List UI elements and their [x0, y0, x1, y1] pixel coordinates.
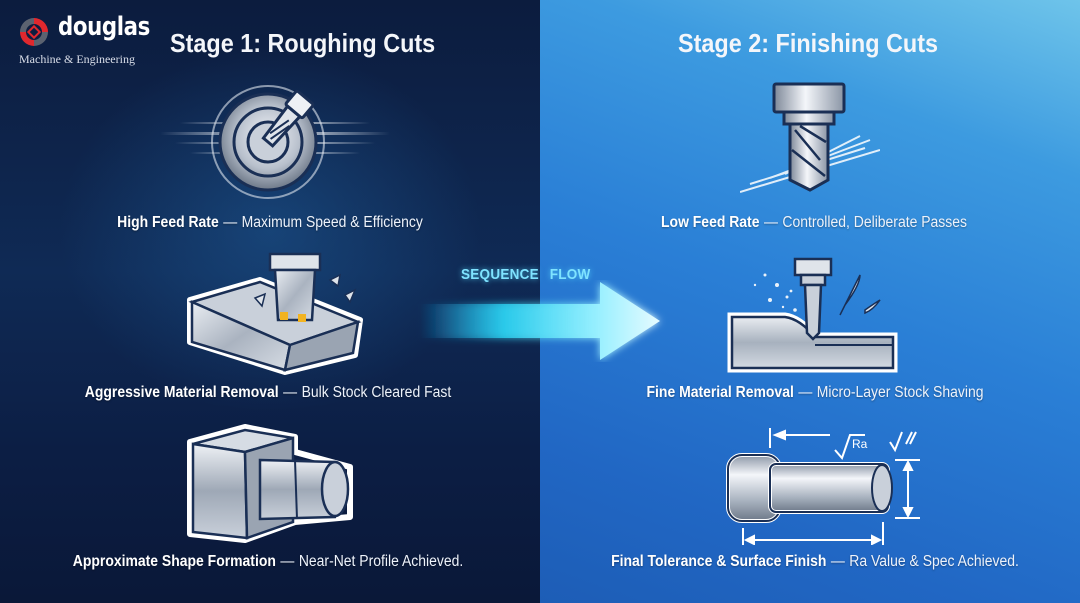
stage-2-caption-2: Fine Material Removal—Micro-Layer Stock …: [646, 384, 984, 401]
spinning-drill-target-icon: [160, 85, 390, 199]
flow-label-word-2: FLOW: [549, 266, 591, 283]
rough-turned-part-icon: [187, 424, 353, 543]
stage-2-caption-3: Final Tolerance & Surface Finish—Ra Valu…: [611, 553, 1019, 570]
stage-1-title: Stage 1: Roughing Cuts: [170, 28, 436, 58]
stage-1-caption-2: Aggressive Material Removal—Bulk Stock C…: [84, 384, 452, 401]
arrow-right-icon: [420, 282, 660, 360]
logo-mark-icon: [20, 18, 48, 46]
sequence-flow-label: SEQUENCE FLOW: [461, 266, 591, 283]
stage-1-caption-1: High Feed Rate—Maximum Speed & Efficienc…: [117, 214, 423, 231]
stage-2-caption-1: Low Feed Rate—Controlled, Deliberate Pas…: [661, 214, 967, 231]
fine-cut-shaving-icon: [727, 257, 898, 373]
finished-shaft-tolerance-icon: Ra: [726, 428, 920, 545]
end-mill-light-pass-icon: [740, 82, 880, 193]
svg-text:Ra: Ra: [852, 437, 868, 451]
face-mill-bulk-removal-icon: [187, 252, 363, 375]
stage-1-caption-3: Approximate Shape Formation—Near-Net Pro…: [72, 553, 464, 570]
brand-tagline: Machine & Engineering: [19, 52, 135, 66]
flow-label-word-1: SEQUENCE: [461, 266, 539, 283]
brand-logo: douglas Machine & Engineering: [18, 12, 150, 70]
brand-name: douglas: [58, 12, 150, 42]
stage-2-title: Stage 2: Finishing Cuts: [678, 28, 939, 58]
